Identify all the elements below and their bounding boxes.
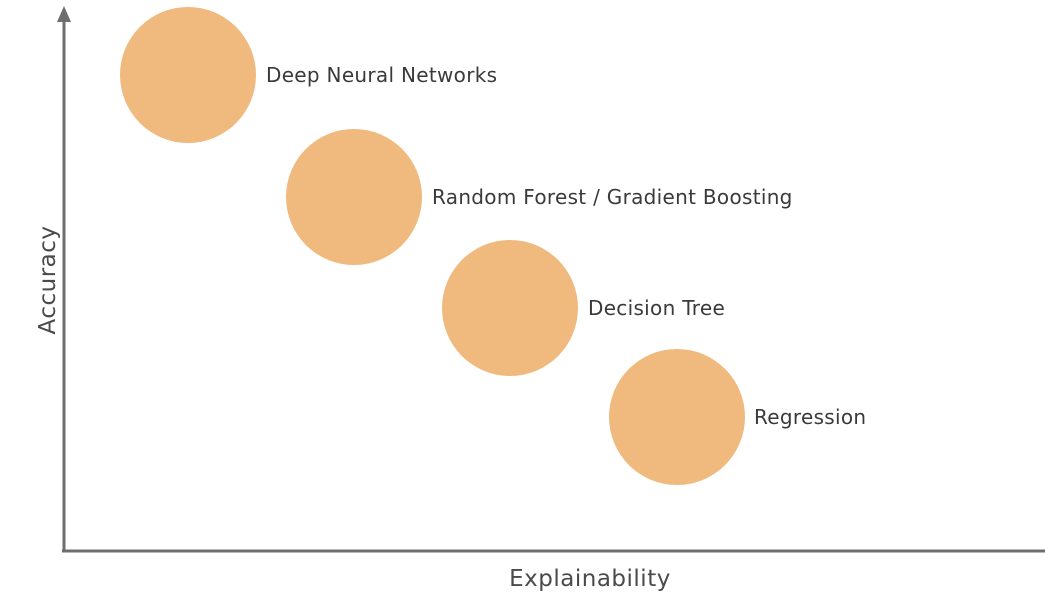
y-axis-arrow-icon — [57, 6, 71, 22]
model-bubble — [609, 349, 745, 485]
model-bubble — [120, 7, 256, 143]
model-label: Random Forest / Gradient Boosting — [432, 185, 793, 209]
y-axis-title: Accuracy — [35, 225, 61, 334]
model-bubble-regression: Regression — [609, 349, 866, 485]
model-label: Regression — [754, 405, 866, 429]
model-bubble — [442, 240, 578, 376]
model-bubble — [286, 129, 422, 265]
model-bubble-decision-tree: Decision Tree — [442, 240, 725, 376]
model-label: Decision Tree — [588, 296, 725, 320]
model-bubble-random-forest: Random Forest / Gradient Boosting — [286, 129, 793, 265]
model-label: Deep Neural Networks — [266, 63, 497, 87]
x-axis-title: Explainability — [509, 566, 671, 592]
model-bubble-deep-neural-networks: Deep Neural Networks — [120, 7, 497, 143]
